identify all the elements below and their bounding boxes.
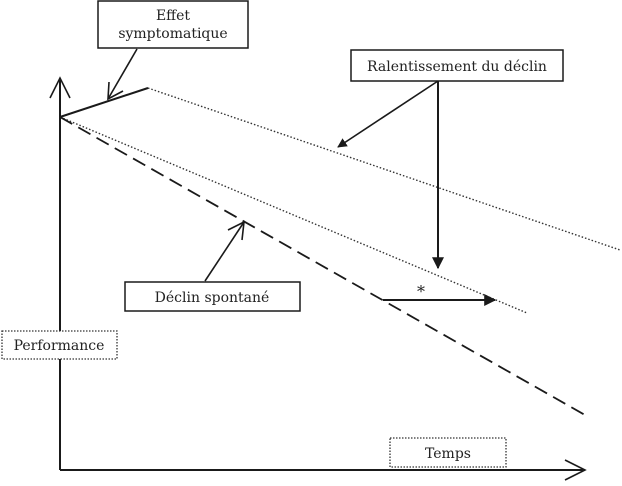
symptomatic-arrow-icon (107, 81, 124, 101)
spontaneous-arrow-icon (227, 220, 245, 241)
spontaneous-decline-line (59, 116, 586, 416)
y-axis-arrow-icon (49, 76, 71, 99)
symptomatic-effect-line (59, 87, 149, 118)
slowing-arrow-diagonal (337, 80, 439, 148)
symptomatic-label-line1: Effet (156, 8, 190, 24)
slowed-decline-upper-line (147, 87, 621, 251)
y-axis-label: Performance (14, 338, 105, 354)
temps-label-box: Temps (389, 437, 507, 468)
slowing-decline-label: Ralentissement du déclin (367, 59, 547, 75)
symptomatic-label-line2: symptomatique (118, 26, 227, 42)
spontaneous-decline-label: Déclin spontané (155, 290, 270, 306)
x-axis-arrow-icon (564, 459, 587, 481)
performance-label-box: Performance (1, 330, 118, 360)
spontaneous-decline-box: Déclin spontané (124, 281, 301, 312)
y-axis (49, 76, 71, 470)
symptomatic-effect-box: Effet symptomatique (97, 0, 249, 49)
x-axis (60, 459, 587, 481)
slowed-decline-lower-line (59, 116, 528, 314)
spontaneous-arrow (204, 220, 245, 282)
symptomatic-arrow (107, 48, 138, 101)
x-axis-label: Temps (425, 446, 471, 462)
asterisk-annotation: * (417, 282, 425, 301)
slowing-decline-box: Ralentissement du déclin (350, 49, 564, 82)
